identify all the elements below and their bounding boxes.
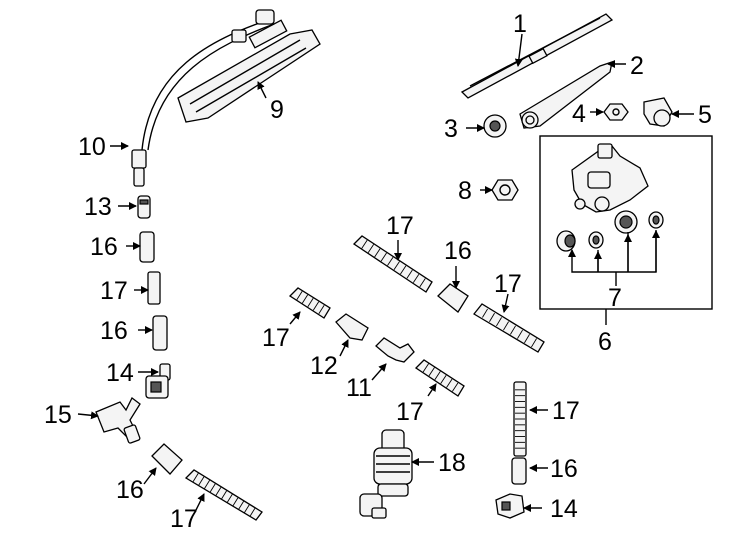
callout-17c: 17 xyxy=(386,212,414,240)
callout-8: 8 xyxy=(458,177,472,205)
part-6-motor-kit-box xyxy=(539,135,713,325)
part-16-hose-b xyxy=(152,315,168,351)
thread-mark xyxy=(215,487,222,496)
callout-17b: 17 xyxy=(170,505,198,533)
part-17-hose-a xyxy=(147,271,161,305)
part-11-t-connector xyxy=(375,337,415,363)
thread-mark xyxy=(318,305,325,314)
thread-mark xyxy=(524,334,530,344)
part-17-hose-d xyxy=(473,303,545,353)
part-16-hose-a xyxy=(139,231,155,263)
thread-mark xyxy=(496,317,502,327)
thread-mark xyxy=(489,312,495,322)
thread-mark xyxy=(220,490,228,500)
thread-mark xyxy=(510,325,516,335)
thread-mark xyxy=(419,278,426,288)
thread-mark xyxy=(192,473,199,482)
thread-mark xyxy=(380,252,387,262)
callout-7: 7 xyxy=(608,284,622,312)
part-16-hose-e xyxy=(511,457,527,485)
callout-10: 10 xyxy=(78,133,106,161)
callout-16d: 16 xyxy=(444,237,472,265)
thread-mark xyxy=(361,239,368,249)
callout-16a: 16 xyxy=(90,233,118,261)
thread-mark xyxy=(237,501,245,510)
part-13-connector xyxy=(137,195,151,219)
thread-mark xyxy=(393,261,400,271)
thread-mark xyxy=(249,508,256,517)
part-16-hose-d xyxy=(437,283,469,313)
hose-thread-marks xyxy=(192,239,537,517)
callout-16b: 16 xyxy=(100,317,128,345)
callout-13: 13 xyxy=(84,193,112,221)
callout-17a: 17 xyxy=(100,277,128,305)
thread-mark xyxy=(452,382,459,392)
thread-mark xyxy=(243,504,250,514)
part-5-cap xyxy=(643,97,673,127)
thread-mark xyxy=(412,274,420,283)
callout-16e: 16 xyxy=(550,455,578,483)
callout-4: 4 xyxy=(572,100,586,128)
thread-mark xyxy=(503,321,509,331)
part-14-connector-a xyxy=(145,363,171,399)
thread-mark xyxy=(203,480,211,489)
callout-numbers: 1 2 3 4 5 6 7 8 9 10 11 12 13 14 14 15 1… xyxy=(44,10,712,533)
part-10-washer-hose xyxy=(131,9,275,187)
callout-14b: 14 xyxy=(550,495,578,523)
thread-mark xyxy=(226,494,233,503)
thread-mark xyxy=(434,371,441,380)
callout-11: 11 xyxy=(346,374,372,402)
thread-mark xyxy=(312,301,320,311)
part-3-grommet xyxy=(483,114,507,138)
thread-mark xyxy=(422,363,429,373)
part-12-connector xyxy=(335,313,369,341)
callout-1: 1 xyxy=(513,10,527,38)
callout-9: 9 xyxy=(270,96,284,124)
callout-16c: 16 xyxy=(116,476,144,504)
part-15-t-connector xyxy=(95,397,141,444)
callout-15: 15 xyxy=(44,401,72,429)
part-17-hose-f xyxy=(414,359,465,397)
part-17-hose-c xyxy=(352,235,433,293)
part-1-wiper-blade xyxy=(460,13,614,99)
callout-17g: 17 xyxy=(552,397,580,425)
thread-mark xyxy=(209,483,216,493)
thread-mark xyxy=(517,329,523,339)
callout-2: 2 xyxy=(630,52,644,80)
callout-3: 3 xyxy=(444,115,458,143)
callout-17e: 17 xyxy=(262,324,290,352)
callout-14a: 14 xyxy=(106,359,134,387)
thread-mark xyxy=(232,497,239,507)
thread-mark xyxy=(446,378,453,388)
thread-mark xyxy=(440,375,447,384)
part-8-nut xyxy=(491,179,519,201)
callout-12: 12 xyxy=(310,352,338,380)
thread-mark xyxy=(198,476,205,486)
thread-mark xyxy=(374,248,381,258)
callout-17d: 17 xyxy=(494,270,522,298)
callout-5: 5 xyxy=(698,101,712,129)
part-4-nut xyxy=(603,103,629,121)
thread-mark xyxy=(482,308,488,318)
thread-mark xyxy=(406,269,413,279)
thread-mark xyxy=(400,265,407,275)
thread-mark xyxy=(428,367,435,377)
part-9-cowl-panel xyxy=(177,19,321,123)
leader-lines xyxy=(77,33,694,512)
thread-mark xyxy=(387,256,394,266)
part-18-washer-pump xyxy=(359,429,413,519)
part-7-bushings xyxy=(556,210,664,252)
part-16-hose-c xyxy=(151,443,183,475)
part-2-wiper-arm xyxy=(519,61,613,129)
callout-18: 18 xyxy=(438,449,466,477)
callout-6: 6 xyxy=(598,328,612,356)
thread-mark xyxy=(307,298,314,307)
callout-17f: 17 xyxy=(396,398,424,426)
thread-mark xyxy=(531,338,537,348)
part-14-connector-b xyxy=(495,493,525,519)
thread-mark xyxy=(367,244,375,253)
thread-mark xyxy=(301,294,309,304)
thread-mark xyxy=(296,291,303,300)
